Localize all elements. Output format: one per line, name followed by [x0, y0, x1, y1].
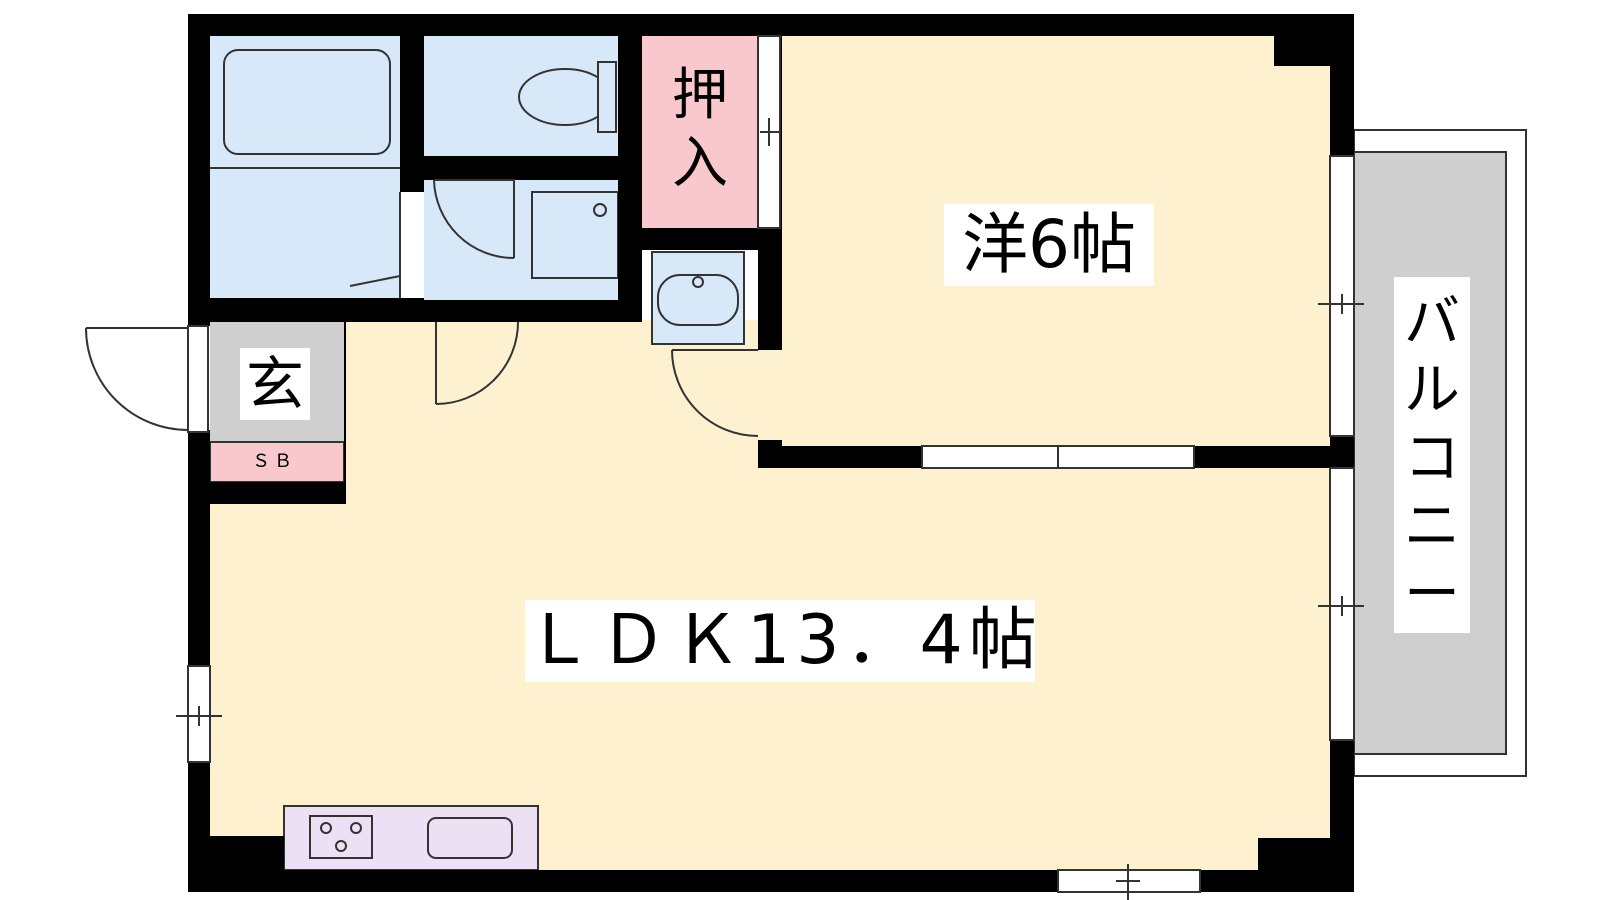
burner-icon [335, 840, 347, 852]
ldk-label: ＬＤＫ13．4帖 [525, 600, 1043, 682]
western-room-label: 洋6帖 [944, 204, 1154, 286]
window-sash-marks [176, 118, 1364, 900]
sink-icon [427, 817, 513, 859]
balcony-label: バルコニー [1394, 277, 1470, 633]
bathroom-door [349, 192, 401, 298]
faucet-icon [692, 276, 704, 288]
front-door-frame [187, 325, 209, 433]
washing-machine-pan [531, 191, 619, 279]
burner-icon [350, 822, 362, 834]
doors [85, 179, 759, 437]
ldk-hall-door [435, 321, 519, 405]
front-door [85, 327, 189, 432]
closet-floor [642, 36, 758, 228]
western-room-door [671, 349, 759, 437]
closet-label: 押入 [672, 63, 728, 196]
toilet-tank [597, 61, 617, 133]
washroom-door [433, 179, 515, 259]
drain-icon [593, 203, 607, 217]
entrance-label: 玄 [240, 348, 310, 420]
burner-icon [320, 822, 332, 834]
shoe-box [209, 441, 345, 483]
bathtub [223, 49, 391, 155]
washbasin-bowl [657, 274, 739, 326]
shoe-box-label: ＳＢ [252, 451, 296, 472]
